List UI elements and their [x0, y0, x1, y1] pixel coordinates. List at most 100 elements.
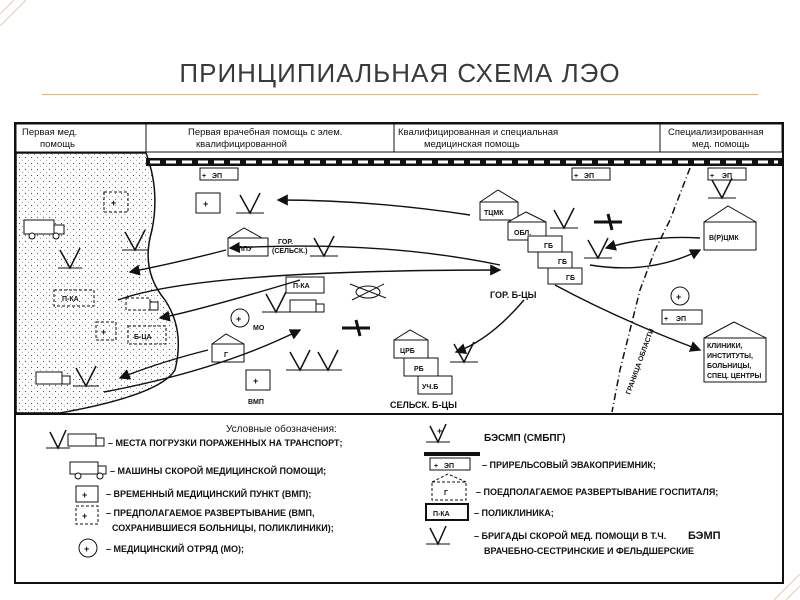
loading-point-icon	[73, 365, 99, 388]
legend-md-text: – МЕДИЦИНСКИЙ ОТРЯД (МО);	[106, 543, 244, 554]
legend-vmp-icon: +	[75, 485, 99, 503]
legend-besmp-icon: +	[426, 423, 450, 444]
svg-text:РБ: РБ	[414, 366, 424, 373]
loading-point-icon	[310, 235, 338, 258]
loading-point-icon	[122, 229, 148, 252]
city-hospitals-group: ТЦМК ОБЛ. ГБ ГБ ГБ ГОР. Б-ЦЫ	[479, 189, 583, 300]
legend-hospital-text: – ПОЕДПОЛАГАЕМОЕ РАЗВЕРТЫВАНИЕ ГОСПИТАЛЯ…	[476, 487, 718, 497]
svg-text:ТЦМК: ТЦМК	[484, 210, 504, 217]
svg-text:+: +	[111, 198, 116, 208]
polyclinic-center: П-КА	[285, 276, 325, 294]
ep-marker-1: ЭП +	[199, 167, 239, 181]
svg-text:Квалифицированная и специальна: Квалифицированная и специальная	[398, 127, 558, 138]
svg-text:помощь: помощь	[40, 139, 75, 150]
svg-text:+: +	[203, 199, 208, 209]
svg-text:ОБЛ.: ОБЛ.	[514, 230, 531, 237]
svg-text:П-КА: П-КА	[433, 511, 450, 518]
legend-ambulance-text: – МАШИНЫ СКОРОЙ МЕДИЦИНСКОЙ ПОМОЩИ;	[110, 465, 326, 476]
svg-text:+: +	[202, 173, 206, 180]
svg-text:ИНСТИТУТЫ,: ИНСТИТУТЫ,	[707, 353, 753, 360]
helicopter-icon	[349, 283, 387, 301]
svg-text:+: +	[82, 490, 87, 500]
svg-text:УЧ.Б: УЧ.Б	[422, 384, 438, 391]
railway-line	[146, 158, 782, 166]
legend-polyclinic-text: – ПОЛИКЛИНИКА;	[474, 508, 554, 518]
header-specialized-aid: Специализированная мед. помощь	[659, 123, 783, 153]
svg-text:ЭП: ЭП	[676, 316, 686, 323]
svg-text:+: +	[101, 327, 106, 337]
slide-corner-decoration-top-left	[0, 0, 27, 27]
legend-loading-icon	[46, 429, 105, 450]
rural-hospitals-group: ЦРБ РБ УЧ.Б СЕЛЬСК. Б-ЦЫ	[390, 329, 457, 410]
header-first-aid: Первая мед. помощь	[15, 123, 147, 153]
polyclinic-left: П-КА	[53, 289, 95, 307]
svg-text:ВМП: ВМП	[248, 399, 264, 406]
medical-detachment-right: +	[670, 286, 690, 306]
title-divider	[42, 94, 758, 95]
svg-text:квалифицированной: квалифицированной	[196, 139, 287, 150]
svg-text:+: +	[82, 511, 87, 521]
legend-besmp-text: БЭСМП (СМБПГ)	[484, 433, 566, 444]
svg-text:Г: Г	[224, 352, 228, 359]
evacuation-flow-arrows	[103, 194, 702, 393]
svg-text:+: +	[664, 316, 668, 323]
legend-planned-text-2: СОХРАНИВШИЕСЯ БОЛЬНИЦЫ, ПОЛИКЛИНИКИ);	[112, 523, 334, 533]
legend-hospital-icon: Г	[431, 473, 467, 501]
svg-text:МО: МО	[253, 325, 265, 332]
svg-text:ЭП: ЭП	[212, 173, 222, 180]
ambulance-icon	[125, 297, 159, 311]
svg-text:СЕЛЬСК. Б-ЦЫ: СЕЛЬСК. Б-ЦЫ	[390, 400, 457, 410]
svg-text:+: +	[84, 544, 89, 554]
svg-text:+: +	[574, 173, 578, 180]
svg-text:ЭП: ЭП	[444, 463, 454, 470]
airplane-icon	[342, 319, 370, 337]
svg-text:Б-ЦА: Б-ЦА	[134, 334, 152, 341]
header-qualified-aid: Квалифицированная и специальная медицинс…	[393, 123, 661, 153]
vmp-center-top: +	[195, 192, 221, 214]
header-first-medical-aid: Первая врачебная помощь с элем. квалифиц…	[145, 123, 395, 153]
airplane-icon	[594, 213, 622, 231]
svg-text:ГБ: ГБ	[558, 259, 567, 266]
svg-text:мед. помощь: мед. помощь	[692, 139, 749, 150]
svg-text:ЭП: ЭП	[584, 173, 594, 180]
svg-text:В(Р)ЦМК: В(Р)ЦМК	[709, 235, 739, 242]
svg-text:Специализированная: Специализированная	[668, 127, 764, 138]
svg-text:+: +	[710, 173, 714, 180]
ambulance-icon	[23, 219, 65, 240]
svg-text:СПЕЦ. ЦЕНТРЫ: СПЕЦ. ЦЕНТРЫ	[707, 373, 762, 380]
regional-center-building: В(Р)ЦМК	[703, 205, 757, 251]
svg-text:П-КА: П-КА	[62, 296, 79, 303]
clinics-building: КЛИНИКИ, ИНСТИТУТЫ, БОЛЬНИЦЫ, СПЕЦ. ЦЕНТ…	[703, 321, 767, 383]
legend-brigade-text-1: – БРИГАДЫ СКОРОЙ МЕД. ПОМОЩИ В Т.Ч.	[474, 530, 666, 541]
loading-point-icon	[262, 291, 290, 314]
svg-text:БОЛЬНИЦЫ,: БОЛЬНИЦЫ,	[707, 363, 751, 370]
loading-point-icon	[236, 192, 264, 215]
loading-point-icon	[550, 207, 578, 230]
svg-text:ГОР. Б-ЦЫ: ГОР. Б-ЦЫ	[490, 290, 537, 300]
svg-text:+: +	[236, 314, 241, 324]
legend-loading-text: – МЕСТА ПОГРУЗКИ ПОРАЖЕННЫХ НА ТРАНСПОРТ…	[108, 438, 342, 448]
svg-text:Первая врачебная помощь с элем: Первая врачебная помощь с элем.	[188, 127, 342, 138]
legend-ep-icon: +ЭП	[424, 452, 480, 471]
legend-brigade-bold: БЭМП	[688, 530, 721, 542]
svg-text:ЦРБ: ЦРБ	[400, 348, 415, 355]
svg-text:ГБ: ГБ	[566, 275, 575, 282]
loading-point-icon	[286, 349, 314, 372]
legend-planned-icon: +	[75, 505, 99, 525]
legend-planned-text-1: – ПРЕДПОЛАГАЕМОЕ РАЗВЕРТЫВАНИЕ (ВМП,	[106, 508, 315, 518]
svg-text:ГОР.: ГОР.	[278, 239, 293, 246]
ep-marker-4: ЭП +	[661, 309, 703, 325]
svg-text:+: +	[676, 292, 681, 302]
svg-text:ЭП: ЭП	[722, 173, 732, 180]
planned-vmp-icon: +	[95, 321, 117, 341]
legend-ambulance-icon	[69, 461, 107, 480]
svg-text:П-КА: П-КА	[293, 283, 310, 290]
damage-zone-area	[15, 152, 180, 414]
ep-marker-3: ЭП +	[707, 167, 747, 181]
medical-detachment: + МО	[230, 308, 265, 332]
loading-point-icon	[58, 247, 82, 270]
svg-text:Первая мед.: Первая мед.	[22, 127, 77, 138]
loading-point-icon	[708, 177, 736, 200]
ep-marker-2: ЭП +	[571, 167, 611, 181]
